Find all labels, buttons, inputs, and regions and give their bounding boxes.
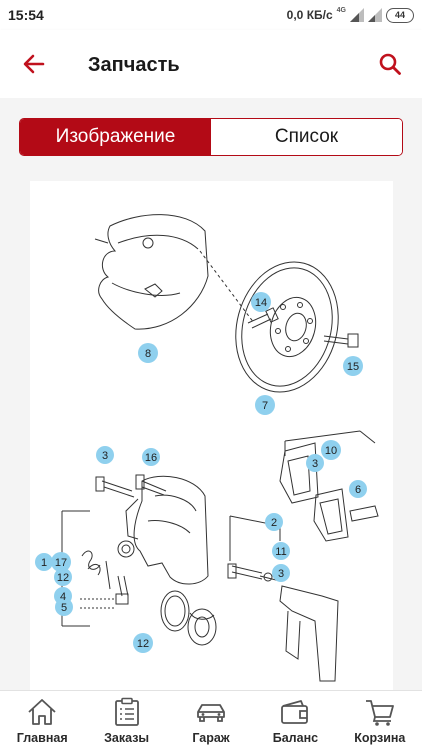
bottom-navigation: Главная Заказы Гараж [0,690,422,750]
battery-icon: 44 [386,7,414,23]
search-button[interactable] [370,44,410,84]
nav-cart[interactable]: Корзина [338,691,422,750]
callout-3-pin[interactable]: 3 [278,568,284,580]
callout-markers [35,292,367,653]
nav-home[interactable]: Главная [0,691,84,750]
callout-11[interactable]: 11 [275,546,286,558]
callout-17[interactable]: 17 [55,557,67,569]
home-icon [28,699,56,725]
view-switcher: Изображение Список [19,118,403,156]
status-bar: 15:54 0,0 КБ/с 4G 44 [0,0,422,30]
nav-garage[interactable]: Гараж [169,691,253,750]
callout-5[interactable]: 5 [61,602,67,614]
callout-16[interactable]: 16 [145,452,157,464]
status-indicators: 0,0 КБ/с 4G 44 [287,6,414,24]
car-icon [197,704,225,722]
callout-12-left[interactable]: 12 [57,572,69,584]
cart-icon [365,700,394,726]
network-speed: 0,0 КБ/с [286,8,333,22]
callout-15[interactable]: 15 [347,361,359,373]
callout-2[interactable]: 2 [271,517,277,529]
callout-14[interactable]: 14 [255,297,267,309]
app-bar: Запчасть [0,30,422,98]
network-type: 4G [336,6,346,14]
nav-balance[interactable]: Баланс [253,691,337,750]
content-area: Изображение Список [0,98,422,690]
search-icon [379,53,401,75]
nav-garage-label: Гараж [192,731,230,745]
parts-diagram[interactable]: 14 8 15 7 3 16 10 3 6 2 11 3 1 17 12 4 5… [30,181,393,690]
back-button[interactable] [14,44,54,84]
orders-icon [114,697,139,726]
signal-icon [350,8,364,22]
callout-1[interactable]: 1 [41,557,47,569]
page-title: Запчасть [88,54,180,76]
callout-3-pads[interactable]: 3 [312,458,318,470]
callout-10[interactable]: 10 [325,445,337,457]
callout-3-top[interactable]: 3 [102,450,108,462]
tab-list[interactable]: Список [211,119,402,155]
callout-12-bottom[interactable]: 12 [137,638,149,650]
brake-assembly-drawing: 14 8 15 7 3 16 10 3 6 2 11 3 1 17 12 4 5… [35,214,379,682]
nav-home-label: Главная [16,731,68,745]
callout-4[interactable]: 4 [60,591,66,603]
nav-orders[interactable]: Заказы [84,691,168,750]
nav-balance-label: Баланс [272,731,319,745]
tab-image[interactable]: Изображение [20,119,211,155]
signal-icon-2 [368,8,382,22]
status-time: 15:54 [8,7,44,23]
wallet-icon [281,700,309,724]
callout-8[interactable]: 8 [145,348,151,360]
arrow-left-icon [23,54,45,74]
callout-7[interactable]: 7 [262,400,268,412]
nav-cart-label: Корзина [354,731,406,745]
nav-orders-label: Заказы [104,731,150,745]
callout-6[interactable]: 6 [355,484,361,496]
